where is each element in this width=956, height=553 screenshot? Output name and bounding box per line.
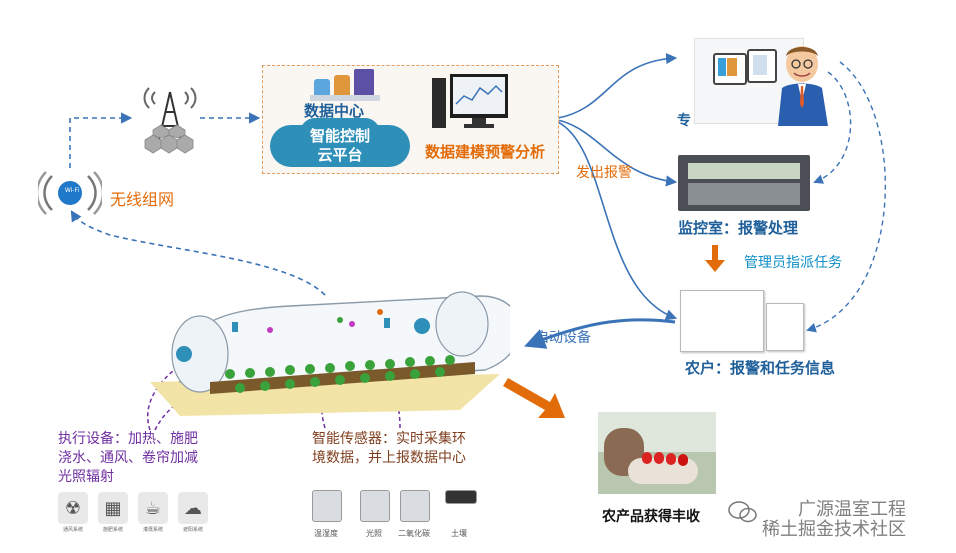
- send-alarm-label: 发出报警: [576, 165, 632, 181]
- sensor-caption: 土壤: [451, 529, 467, 538]
- greenhouse-illustration: [150, 291, 510, 416]
- actuator-caption: 通风系统: [62, 527, 83, 533]
- soil-sensor-icon: [445, 490, 477, 504]
- server-icon: [310, 69, 380, 101]
- farmer-screen-small: [766, 303, 804, 351]
- harvest-label: 农产品获得丰收: [602, 509, 700, 525]
- wifi-badge-text: Wi-Fi: [64, 187, 80, 194]
- expert-label: 专: [677, 113, 691, 129]
- cloud-platform-label: 智能控制 云平台: [309, 127, 370, 164]
- actuator-arrow: [147, 360, 187, 431]
- expert-avatar: [778, 46, 828, 126]
- computer-monitor-icon: [432, 74, 508, 128]
- expert-to-farmer-arrow: [806, 61, 887, 333]
- wechat-logo-icon: [728, 501, 757, 523]
- watering-icon: ☕: [138, 492, 168, 524]
- greenhouse-to-wireless-arrow: [70, 210, 326, 296]
- monitor-to-farmer-arrow: [705, 245, 725, 272]
- co2-sensor-icon: [400, 490, 430, 522]
- start-device-arrow: [524, 318, 676, 349]
- heating-icon: ☢: [58, 492, 88, 524]
- greenhouse-to-harvest-arrow: [503, 378, 565, 418]
- admin-assign-label: 管理员指派任务: [744, 255, 842, 271]
- sensor-caption: 光照: [366, 529, 382, 538]
- data-center-title: 数据中心: [304, 102, 365, 120]
- light-sensor-icon: [360, 490, 390, 522]
- sensor-description: 智能传感器：实时采集环 境数据，并上报数据中心: [312, 431, 466, 466]
- actuator-description: 执行设备：加热、施肥 浇水、通风、卷帘加减 光照辐射: [58, 431, 198, 485]
- wireless-network-label: 无线组网: [110, 190, 175, 209]
- monitoring-room-image: [678, 155, 810, 211]
- humidity-sensor-icon: [312, 490, 342, 522]
- datacenter-to-farmer-arrow: [557, 121, 678, 321]
- datacenter-to-expert-arrow: [557, 52, 678, 119]
- monitoring-room-label: 监控室：报警处理: [678, 219, 799, 237]
- signal-tower-icon: [143, 87, 197, 154]
- wifi-signal-icon: [38, 171, 102, 215]
- modeling-label: 数据建模预警分析: [425, 143, 546, 161]
- start-device-label: 启动设备: [535, 330, 591, 346]
- wireless-to-tower-arrow: [69, 112, 133, 168]
- harvest-photo: [598, 412, 716, 494]
- fertilizer-icon: ▦: [98, 492, 128, 524]
- watermark-text: 广源温室工程 稀土掘金技术社区: [762, 499, 906, 540]
- actuator-caption: 遮阳系统: [182, 527, 203, 533]
- datacenter-to-monitor-arrow: [557, 119, 678, 187]
- sensor-caption: 二氧化碳: [398, 529, 430, 538]
- cloud-light-icon: ☁: [178, 492, 208, 524]
- expert-to-monitor-arrow: [813, 71, 852, 184]
- actuator-caption: 灌溉系统: [142, 527, 163, 533]
- sensor-caption: 温湿度: [314, 529, 338, 538]
- farmer-screen-large: [680, 290, 764, 352]
- farmer-info-label: 农户：报警和任务信息: [685, 359, 836, 377]
- cloud-bump: [300, 118, 380, 148]
- actuator-caption: 施肥系统: [102, 527, 123, 533]
